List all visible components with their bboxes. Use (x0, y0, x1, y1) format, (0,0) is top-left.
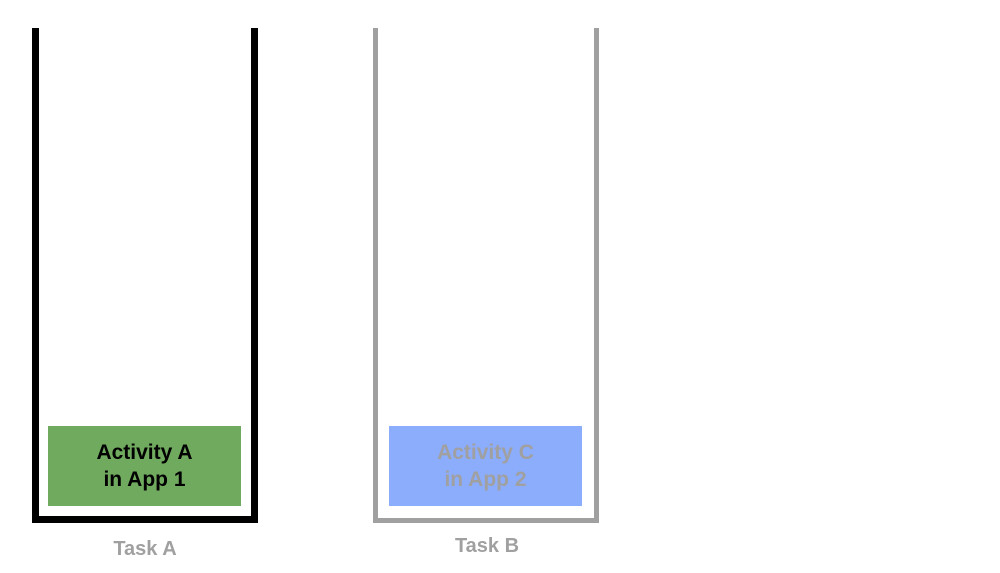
task-a-label: Task A (113, 538, 177, 560)
task-b-label: Task B (454, 535, 520, 557)
activity-c-card: Activity C in App 2 (389, 426, 582, 506)
task-b-stack (373, 28, 599, 523)
task-a-stack (32, 28, 258, 523)
activity-a-card: Activity A in App 1 (48, 426, 241, 506)
